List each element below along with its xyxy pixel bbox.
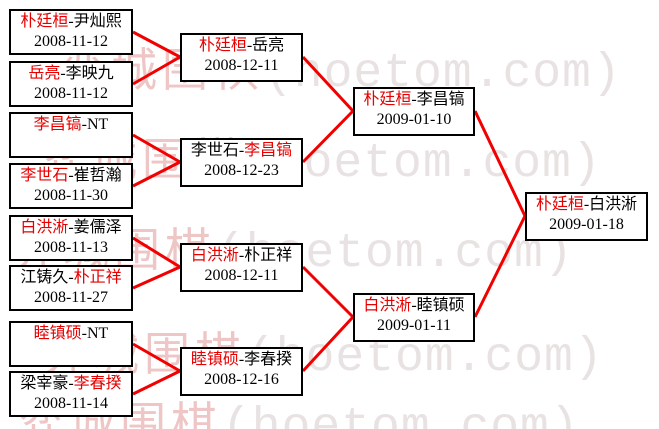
winner-name: 李昌镐: [33, 116, 82, 133]
connector: [301, 315, 355, 373]
match-date: 2008-11-30: [33, 187, 109, 204]
player-name: -朴正祥: [238, 247, 293, 264]
player-name: -姜儒泽: [68, 219, 122, 236]
match-box-sf-2: 白洪淅-睦镇硕 2009-01-11: [353, 293, 475, 342]
winner-name: 李昌镐: [244, 142, 293, 159]
connector: [473, 215, 527, 318]
player-name: 李世石-: [190, 142, 245, 159]
match-players: 李世石-李昌镐: [182, 141, 301, 161]
winner-name: 朴廷桓: [535, 196, 584, 213]
connector: [132, 369, 181, 396]
match-box-sf-1: 朴廷桓-李昌镐 2009-01-10: [353, 87, 475, 136]
winner-name: 白洪淅: [20, 219, 69, 236]
match-players: 朴廷桓-尹灿熙: [11, 12, 131, 32]
player-name: -李昌镐: [411, 91, 465, 108]
watermark-domain-text: (hoetom.com): [222, 401, 580, 429]
watermark-domain-text: (hoetom.com): [244, 137, 602, 191]
match-players: 睦镇硕-NT: [11, 324, 131, 344]
player-name: -崔哲瀚: [68, 167, 122, 184]
player-name: -尹灿熙: [68, 13, 122, 30]
match-box-r1-4: 李世石-崔哲瀚 2008-11-30: [9, 163, 133, 209]
player-name: -李春揆: [238, 351, 293, 368]
match-date: 2008-11-14: [33, 395, 109, 412]
player-name: -NT: [81, 325, 109, 342]
player-name: -睦镇硕: [411, 297, 465, 314]
connector: [132, 265, 181, 290]
match-box-r2-3: 白洪淅-朴正祥 2008-12-11: [180, 243, 303, 292]
match-date: 2009-01-10: [376, 111, 452, 128]
match-date: 2008-12-16: [204, 371, 279, 388]
match-box-r1-5: 白洪淅-姜儒泽 2008-11-13: [9, 215, 133, 261]
match-date: 2008-11-13: [33, 239, 109, 256]
connector: [132, 133, 181, 164]
winner-name: 睦镇硕: [33, 325, 82, 342]
winner-name: 李世石: [20, 167, 69, 184]
match-box-r2-1: 朴廷桓-岳亮 2008-12-11: [180, 33, 303, 82]
winner-name: 朴廷桓: [198, 37, 247, 54]
winner-name: 睦镇硕: [190, 351, 239, 368]
match-players: 朴廷桓-李昌镐: [355, 90, 473, 110]
match-players: 睦镇硕-李春揆: [182, 350, 301, 370]
match-date: 2009-01-18: [549, 216, 624, 233]
match-box-r1-8: 梁宰豪-李春揆 2008-11-14: [9, 371, 133, 417]
match-players: 江铸久-朴正祥: [11, 268, 131, 288]
connector: [132, 160, 181, 188]
connector: [132, 236, 181, 269]
match-players: 岳亮-李映九: [11, 64, 131, 84]
match-players: 朴廷桓-白洪淅: [527, 195, 646, 215]
match-box-r2-2: 李世石-李昌镐 2008-12-23: [180, 138, 303, 187]
match-date: 2008-12-23: [204, 162, 279, 179]
connector: [132, 30, 181, 59]
winner-name: 朴廷桓: [20, 13, 69, 30]
connector: [132, 342, 181, 373]
match-box-r1-7: 睦镇硕-NT: [9, 321, 133, 367]
winner-name: 朴正祥: [73, 269, 122, 286]
player-name: -岳亮: [246, 37, 285, 54]
connector: [473, 110, 527, 217]
match-players: 白洪淅-睦镇硕: [355, 296, 473, 316]
connector: [301, 55, 355, 113]
match-box-r1-6: 江铸久-朴正祥 2008-11-27: [9, 265, 133, 311]
connector: [301, 109, 355, 164]
match-box-r1-3: 李昌镐-NT: [9, 112, 133, 158]
match-date: 2008-12-11: [204, 57, 279, 74]
match-players: 朴廷桓-岳亮: [182, 36, 301, 56]
winner-name: 白洪淅: [363, 297, 412, 314]
match-box-final: 朴廷桓-白洪淅 2009-01-18: [525, 192, 648, 241]
match-players: 白洪淅-朴正祥: [182, 246, 301, 266]
match-date: 2009-01-11: [376, 317, 452, 334]
winner-name: 朴廷桓: [363, 91, 412, 108]
winner-name: 岳亮: [28, 65, 61, 82]
player-name: -白洪淅: [583, 196, 638, 213]
connector: [132, 55, 181, 86]
winner-name: 李春揆: [73, 375, 122, 392]
match-box-r1-2: 岳亮-李映九 2008-11-12: [9, 61, 133, 107]
match-date: 2008-12-11: [204, 267, 279, 284]
match-box-r1-1: 朴廷桓-尹灿熙 2008-11-12: [9, 9, 133, 55]
player-name: 梁宰豪-: [20, 375, 74, 392]
player-name: 江铸久-: [20, 269, 74, 286]
match-date: 2008-11-27: [33, 289, 109, 306]
match-players: 李昌镐-NT: [11, 115, 131, 135]
match-players: 白洪淅-姜儒泽: [11, 218, 131, 238]
player-name: -李映九: [60, 65, 114, 82]
match-players: 李世石-崔哲瀚: [11, 166, 131, 186]
match-date: 2008-11-12: [33, 85, 109, 102]
match-players: 梁宰豪-李春揆: [11, 374, 131, 394]
match-box-r2-4: 睦镇硕-李春揆 2008-12-16: [180, 347, 303, 396]
match-date: 2008-11-12: [33, 33, 109, 50]
connector: [301, 265, 355, 319]
winner-name: 白洪淅: [190, 247, 239, 264]
player-name: -NT: [81, 116, 109, 133]
